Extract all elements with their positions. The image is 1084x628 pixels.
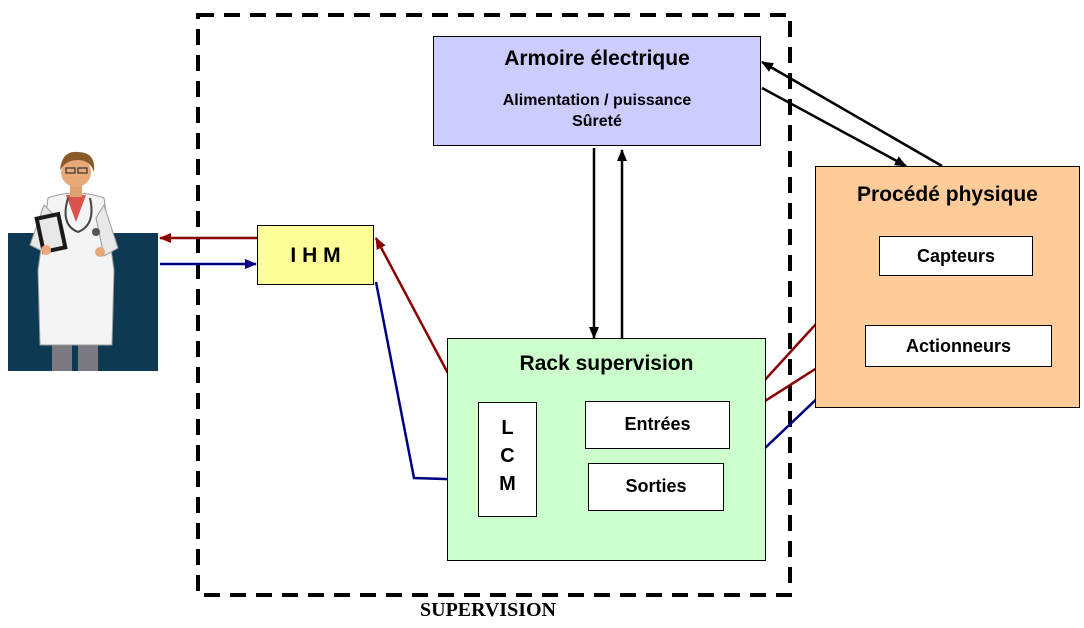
entrees-label: Entrées <box>624 414 691 434</box>
lcm-letter-c: C <box>500 445 515 467</box>
armoire-electrique-box: Armoire électrique Alimentation / puissa… <box>433 36 761 146</box>
capteurs-label: Capteurs <box>916 246 996 266</box>
armoire-title: Armoire électrique <box>504 47 690 70</box>
ihm-box: I H M <box>257 225 374 285</box>
procede-physique-box: Procédé physique <box>815 166 1080 408</box>
lcm-box: L C M <box>478 402 537 517</box>
lcm-letter-l: L <box>501 417 514 439</box>
arrow-armoire-to-procede <box>761 86 907 168</box>
supervision-caption: SUPERVISION <box>420 599 556 621</box>
entrees-box: Entrées <box>585 401 730 449</box>
armoire-line2: Sûreté <box>572 113 622 130</box>
actionneurs-box: Actionneurs <box>865 325 1052 367</box>
sorties-label: Sorties <box>625 476 687 496</box>
actionneurs-label: Actionneurs <box>905 336 1011 356</box>
ihm-label: I H M <box>290 244 341 267</box>
arrow-procede-to-armoire <box>761 60 943 168</box>
lcm-letter-m: M <box>499 473 516 495</box>
capteurs-box: Capteurs <box>879 236 1033 276</box>
procede-title: Procédé physique <box>857 183 1038 206</box>
armoire-line1: Alimentation / puissance <box>502 92 692 109</box>
sorties-box: Sorties <box>588 463 724 511</box>
doctor-operator-icon <box>8 151 158 371</box>
supervision-boundary <box>196 13 792 597</box>
rack-title: Rack supervision <box>519 352 694 375</box>
